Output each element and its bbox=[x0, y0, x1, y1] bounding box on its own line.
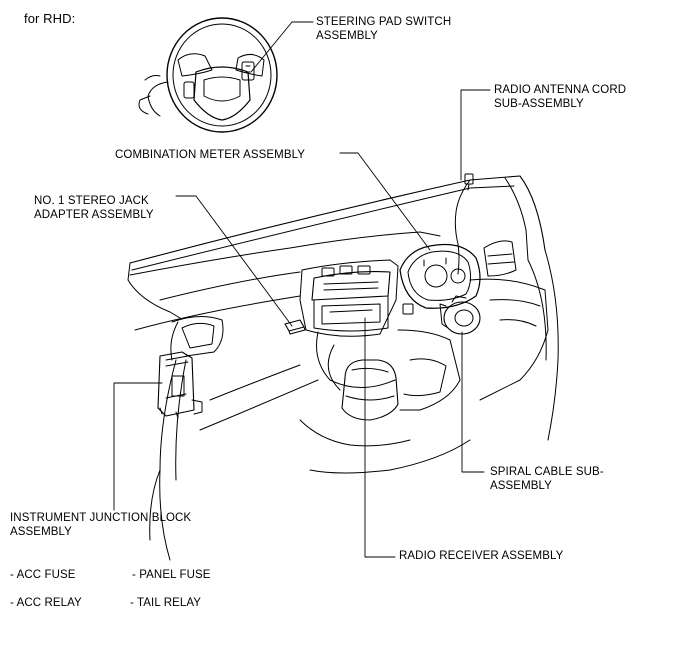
label-line: ASSEMBLY bbox=[316, 30, 378, 42]
radio-receiver-shape bbox=[312, 266, 413, 331]
label-instrument-junction-block: INSTRUMENT JUNCTION BLOCK ASSEMBLY bbox=[10, 511, 191, 539]
spiral-cable-shape bbox=[440, 296, 480, 334]
instrument-junction-block-shape bbox=[158, 352, 202, 418]
label-line: RADIO RECEIVER ASSEMBLY bbox=[399, 550, 564, 562]
combination-meter-shape bbox=[400, 245, 480, 309]
label-line: ASSEMBLY bbox=[490, 480, 552, 492]
leader-combination-meter bbox=[340, 153, 430, 250]
label-line: ADAPTER ASSEMBLY bbox=[34, 209, 154, 221]
note-acc-fuse: - ACC FUSE bbox=[10, 569, 76, 581]
leader-radio-receiver bbox=[365, 318, 395, 557]
leader-radio-antenna bbox=[461, 90, 490, 180]
label-spiral-cable: SPIRAL CABLE SUB- ASSEMBLY bbox=[490, 465, 604, 493]
label-radio-antenna-cord: RADIO ANTENNA CORD SUB-ASSEMBLY bbox=[494, 83, 626, 111]
note-acc-relay: - ACC RELAY bbox=[10, 597, 82, 609]
label-steering-pad-switch: STEERING PAD SWITCH ASSEMBLY bbox=[316, 15, 451, 43]
label-line: NO. 1 STEREO JACK bbox=[34, 195, 149, 207]
page-heading: for RHD: bbox=[24, 11, 76, 26]
label-line: ASSEMBLY bbox=[10, 526, 72, 538]
label-stereo-jack-adapter: NO. 1 STEREO JACK ADAPTER ASSEMBLY bbox=[34, 194, 154, 222]
label-radio-receiver: RADIO RECEIVER ASSEMBLY bbox=[399, 549, 563, 563]
steering-wheel-inset bbox=[139, 18, 277, 132]
dashboard-outline bbox=[128, 176, 558, 560]
leader-stereo-jack bbox=[176, 196, 292, 326]
note-panel-fuse: - PANEL FUSE bbox=[132, 569, 211, 581]
label-combination-meter: COMBINATION METER ASSEMBLY bbox=[115, 148, 305, 162]
label-line: RADIO ANTENNA CORD bbox=[494, 84, 627, 96]
leader-steering-pad bbox=[251, 22, 313, 72]
stereo-jack-adapter-shape bbox=[285, 320, 305, 334]
label-line: INSTRUMENT JUNCTION BLOCK bbox=[10, 512, 192, 524]
label-line: SUB-ASSEMBLY bbox=[494, 98, 584, 110]
leader-spiral-cable bbox=[462, 332, 484, 472]
label-line: COMBINATION METER ASSEMBLY bbox=[115, 149, 306, 161]
label-line: SPIRAL CABLE SUB- bbox=[490, 466, 604, 478]
note-tail-relay: - TAIL RELAY bbox=[130, 597, 202, 609]
radio-antenna-cord-shape bbox=[455, 174, 473, 274]
leader-lines bbox=[114, 22, 490, 557]
leader-instrument-junction bbox=[114, 383, 162, 510]
label-line: STEERING PAD SWITCH bbox=[316, 16, 452, 28]
